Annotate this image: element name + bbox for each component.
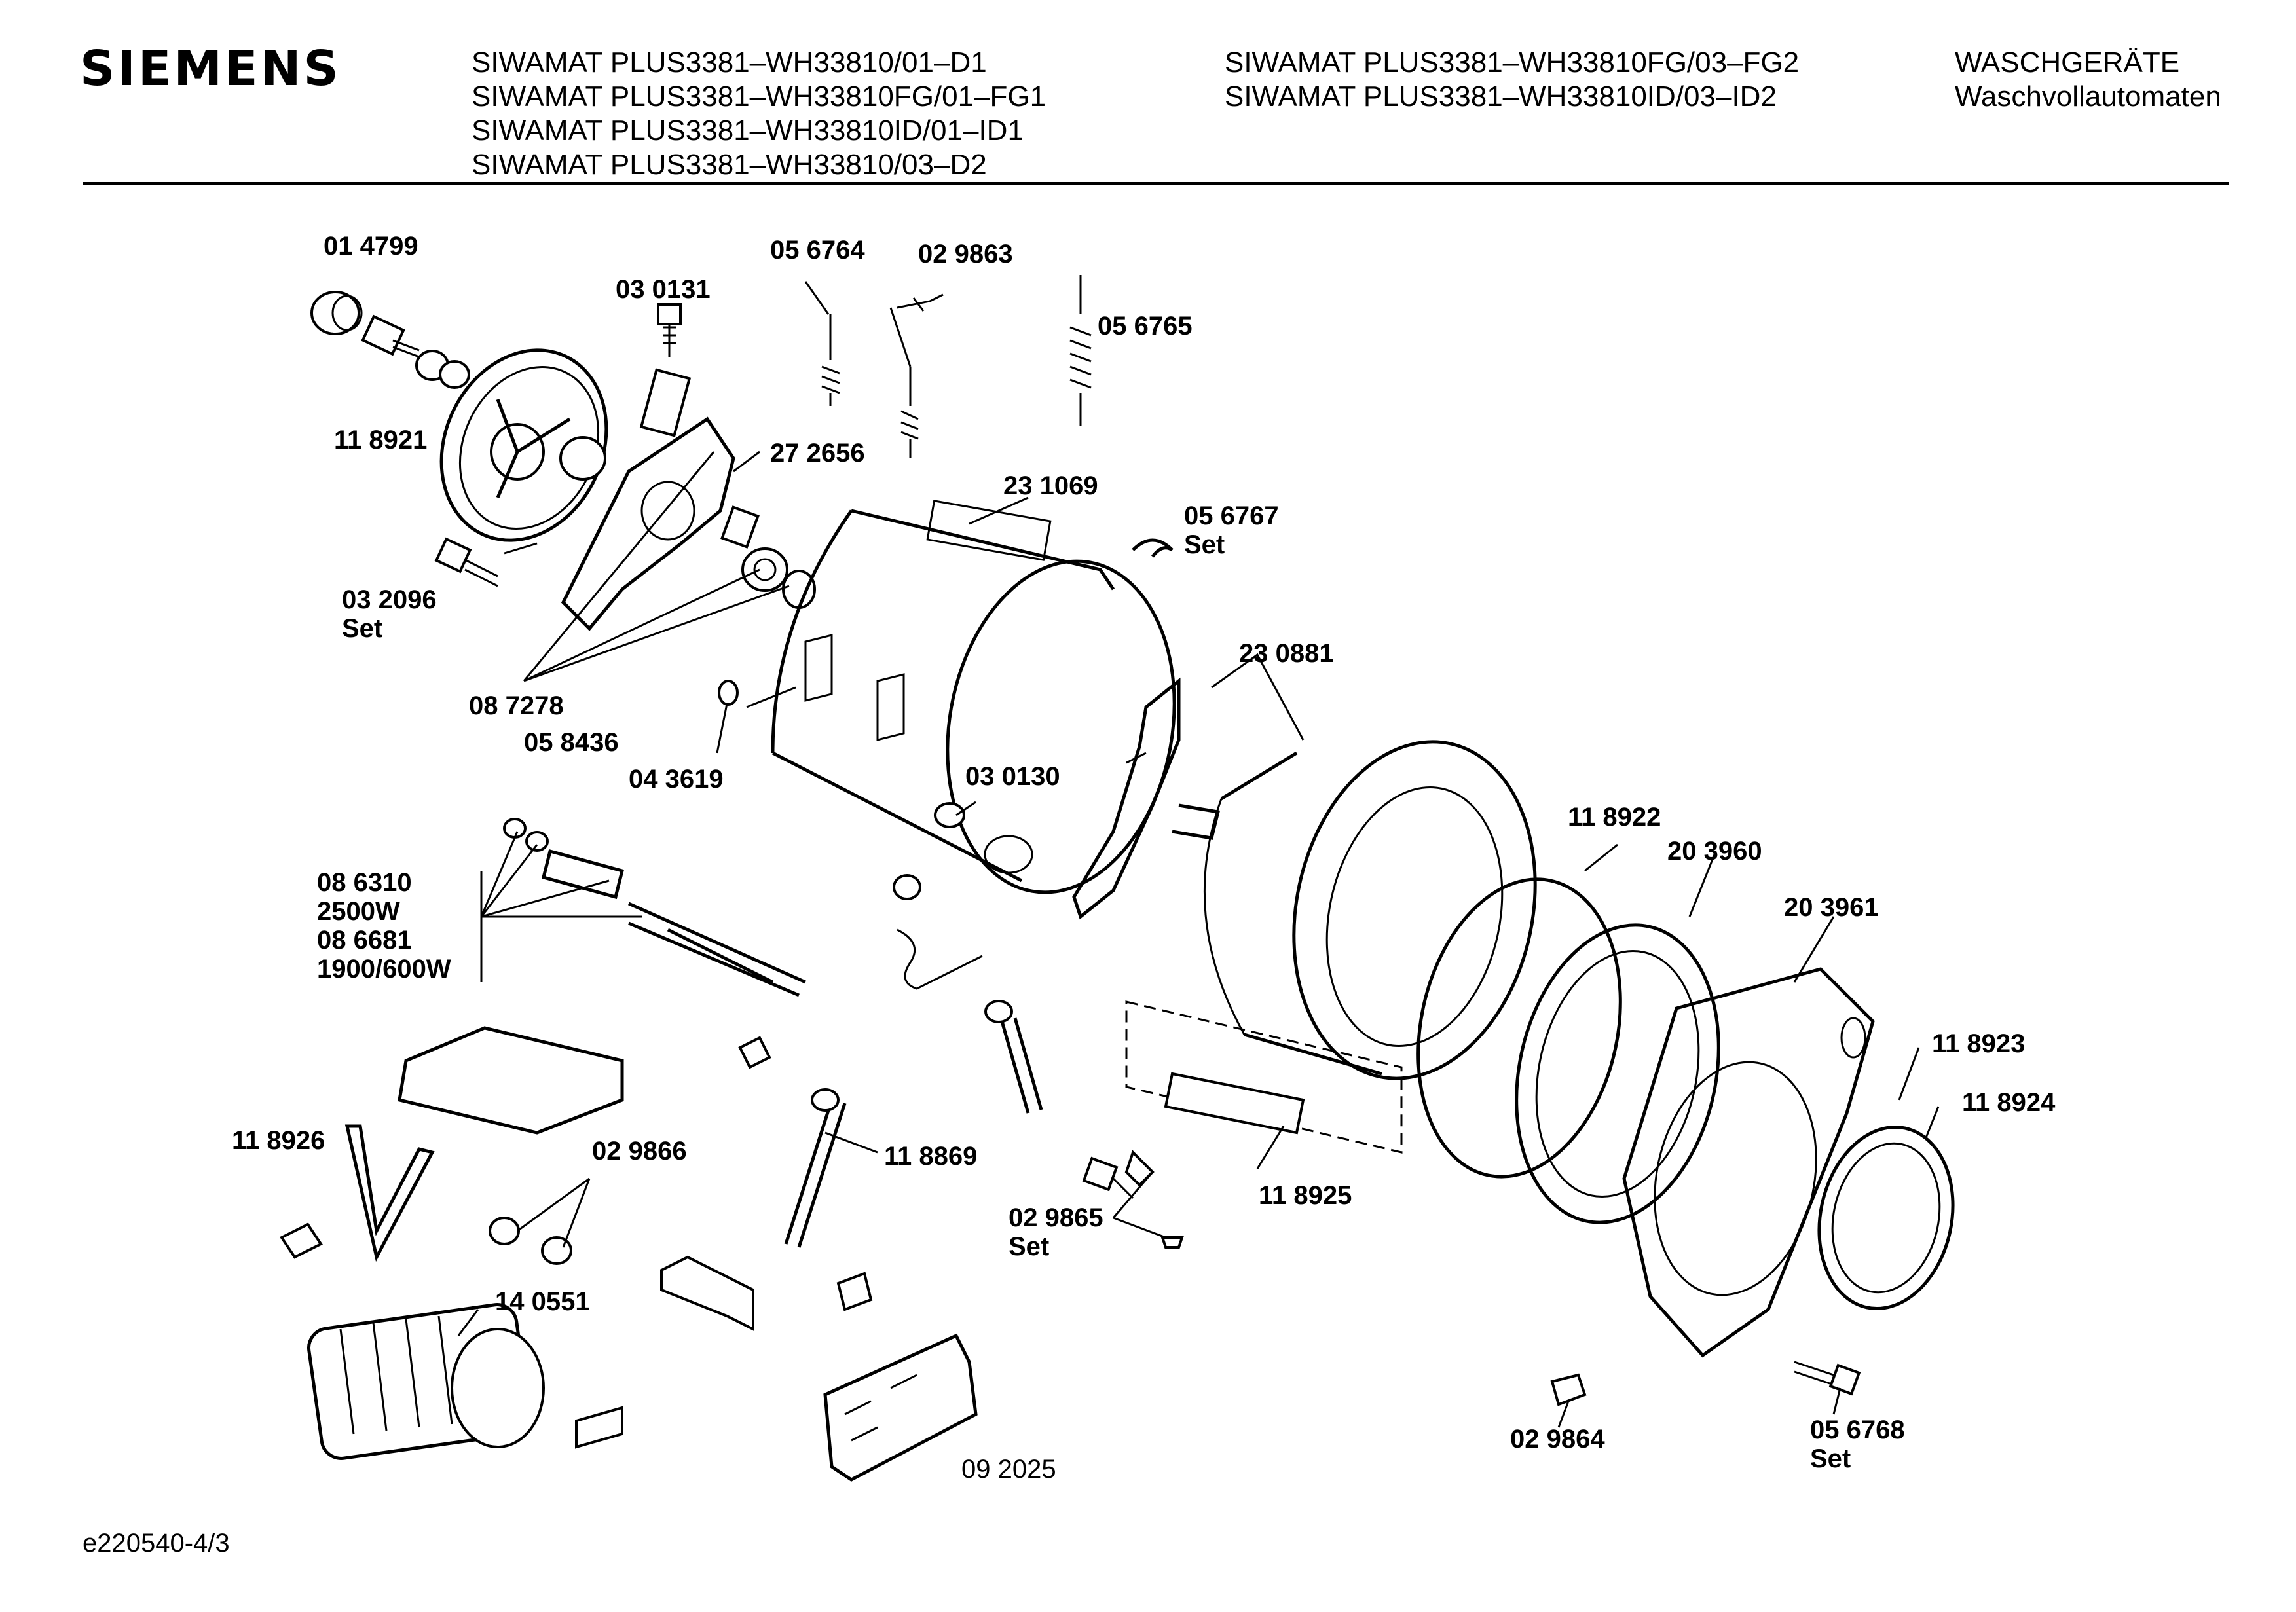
set-label: Set <box>1009 1232 1050 1261</box>
front-tub-ring-part <box>1515 923 1720 1224</box>
document-id: e220540-4/3 <box>83 1529 230 1558</box>
part-label-set: 05 6768 Set <box>1810 1416 1905 1473</box>
model-line: SIWAMAT PLUS3381–WH33810FG/01–FG1 <box>472 81 1046 113</box>
drive-belt-part <box>344 1124 435 1262</box>
clip-part <box>1132 538 1174 558</box>
door-seal-ring-part <box>1416 877 1622 1179</box>
shock-absorber-part <box>784 1000 1043 1248</box>
motor-bracket-part <box>660 1255 754 1332</box>
part-label: 11 8922 <box>1568 803 1661 832</box>
part-label: 02 9866 <box>592 1137 687 1165</box>
ball-bearing-part <box>741 547 788 592</box>
foot-screw-part <box>1082 1150 1184 1249</box>
part-label: 03 0130 <box>965 762 1060 791</box>
model-line: SIWAMAT PLUS3381–WH33810/03–D2 <box>472 149 987 181</box>
pulley-wheel-part <box>439 348 608 542</box>
part-label: 02 9863 <box>918 240 1013 268</box>
outer-tub-part <box>771 500 1176 894</box>
part-label: 08 7278 <box>469 691 564 720</box>
set-label: Set <box>342 614 383 643</box>
grommet-part <box>489 1217 520 1245</box>
bearing-bracket-part <box>561 368 760 631</box>
part-label: 11 8925 <box>1259 1181 1352 1210</box>
subassembly-label: 09 2025 <box>961 1455 1056 1484</box>
part-number: 05 6768 <box>1810 1416 1905 1444</box>
motor-part <box>307 1303 545 1460</box>
control-module-part <box>823 1333 978 1482</box>
part-label: 05 6764 <box>770 236 865 265</box>
grommet-part <box>541 1236 572 1265</box>
part-label: 04 3619 <box>629 765 724 794</box>
set-label: Set <box>1184 530 1225 559</box>
part-label-set: 03 2096 Set <box>342 585 437 643</box>
label-strip-part <box>1164 1072 1305 1135</box>
part-label: 11 8923 <box>1932 1029 2026 1058</box>
tension-spring-part <box>821 275 1092 458</box>
part-label-group: 08 6310 2500W 08 6681 1900/600W <box>317 868 451 983</box>
part-label: 11 8924 <box>1962 1088 2056 1117</box>
spring-hook-part <box>897 293 944 312</box>
model-list-2: SIWAMAT PLUS3381–WH33810FG/03–FG2 SIWAMA… <box>1225 46 1799 114</box>
dashed-group-frame <box>1125 1000 1403 1154</box>
screw-part <box>280 1222 323 1259</box>
leader-lines <box>457 281 1940 1428</box>
part-label: 14 0551 <box>495 1287 590 1316</box>
cap-part <box>718 680 739 706</box>
part-label: 02 9864 <box>1510 1425 1605 1454</box>
part-number: 03 2096 <box>342 585 437 614</box>
pulley-bolt-part <box>361 314 420 358</box>
screw-part <box>738 1036 771 1069</box>
part-label: 05 8436 <box>524 728 619 757</box>
bearing-sleeve-part <box>310 291 363 335</box>
part-label: 05 6765 <box>1098 312 1193 340</box>
part-label: 03 0131 <box>616 275 711 304</box>
wattage-label: 2500W <box>317 897 400 926</box>
part-number: 05 6767 <box>1184 502 1279 530</box>
part-label: 11 8921 <box>334 426 428 454</box>
part-label: 11 8926 <box>232 1126 325 1155</box>
heater-element-part <box>503 818 807 997</box>
model-line: SIWAMAT PLUS3381–WH33810ID/01–ID1 <box>472 115 1024 147</box>
bracket-part <box>575 1406 623 1449</box>
bolt-part <box>1794 1361 1861 1396</box>
part-label-set: 02 9865 Set <box>1009 1203 1103 1261</box>
category-subtitle: Waschvollautomaten <box>1955 81 2221 113</box>
washer-part <box>439 360 470 389</box>
part-label: 23 0881 <box>1239 639 1334 668</box>
category-title: WASCHGERÄTE <box>1955 46 2180 79</box>
part-number: 02 9865 <box>1009 1203 1103 1232</box>
set-label: Set <box>1810 1444 1851 1473</box>
front-tub-part <box>1622 967 1875 1358</box>
model-line: SIWAMAT PLUS3381–WH33810/01–D1 <box>472 46 987 79</box>
part-label: 01 4799 <box>324 232 418 261</box>
inner-drum-part <box>1203 740 1537 1080</box>
part-label: 20 3960 <box>1667 837 1762 866</box>
model-list-1: SIWAMAT PLUS3381–WH33810/01–D1 SIWAMAT P… <box>472 46 1046 182</box>
brand-logo: SIEMENS <box>80 41 341 97</box>
earth-strap-part <box>893 874 983 990</box>
part-label-set: 05 6767 Set <box>1184 502 1279 559</box>
part-label: 27 2656 <box>770 439 865 467</box>
model-line: SIWAMAT PLUS3381–WH33810FG/03–FG2 <box>1225 46 1800 79</box>
screw-part <box>836 1272 873 1311</box>
screw-part <box>657 303 682 357</box>
part-label: 11 8869 <box>884 1142 978 1171</box>
header-divider <box>83 182 2229 185</box>
shaft-seal-part <box>782 570 816 609</box>
model-line: SIWAMAT PLUS3381–WH33810ID/03–ID2 <box>1225 81 1777 113</box>
part-number: 08 6681 <box>317 926 412 955</box>
plug-part <box>934 802 965 828</box>
part-label: 20 3961 <box>1784 893 1879 922</box>
set-screw-part <box>434 537 498 587</box>
part-number: 08 6310 <box>317 868 412 897</box>
mounting-plate-part <box>398 1026 624 1135</box>
clip-part <box>1550 1373 1587 1406</box>
category-label: WASCHGERÄTE Waschvollautomaten <box>1955 46 2221 114</box>
bellows-clamp-part <box>1817 1125 1955 1311</box>
drum-spider-part <box>1072 677 1221 920</box>
part-label: 23 1069 <box>1003 471 1098 500</box>
wattage-label: 1900/600W <box>317 955 451 983</box>
